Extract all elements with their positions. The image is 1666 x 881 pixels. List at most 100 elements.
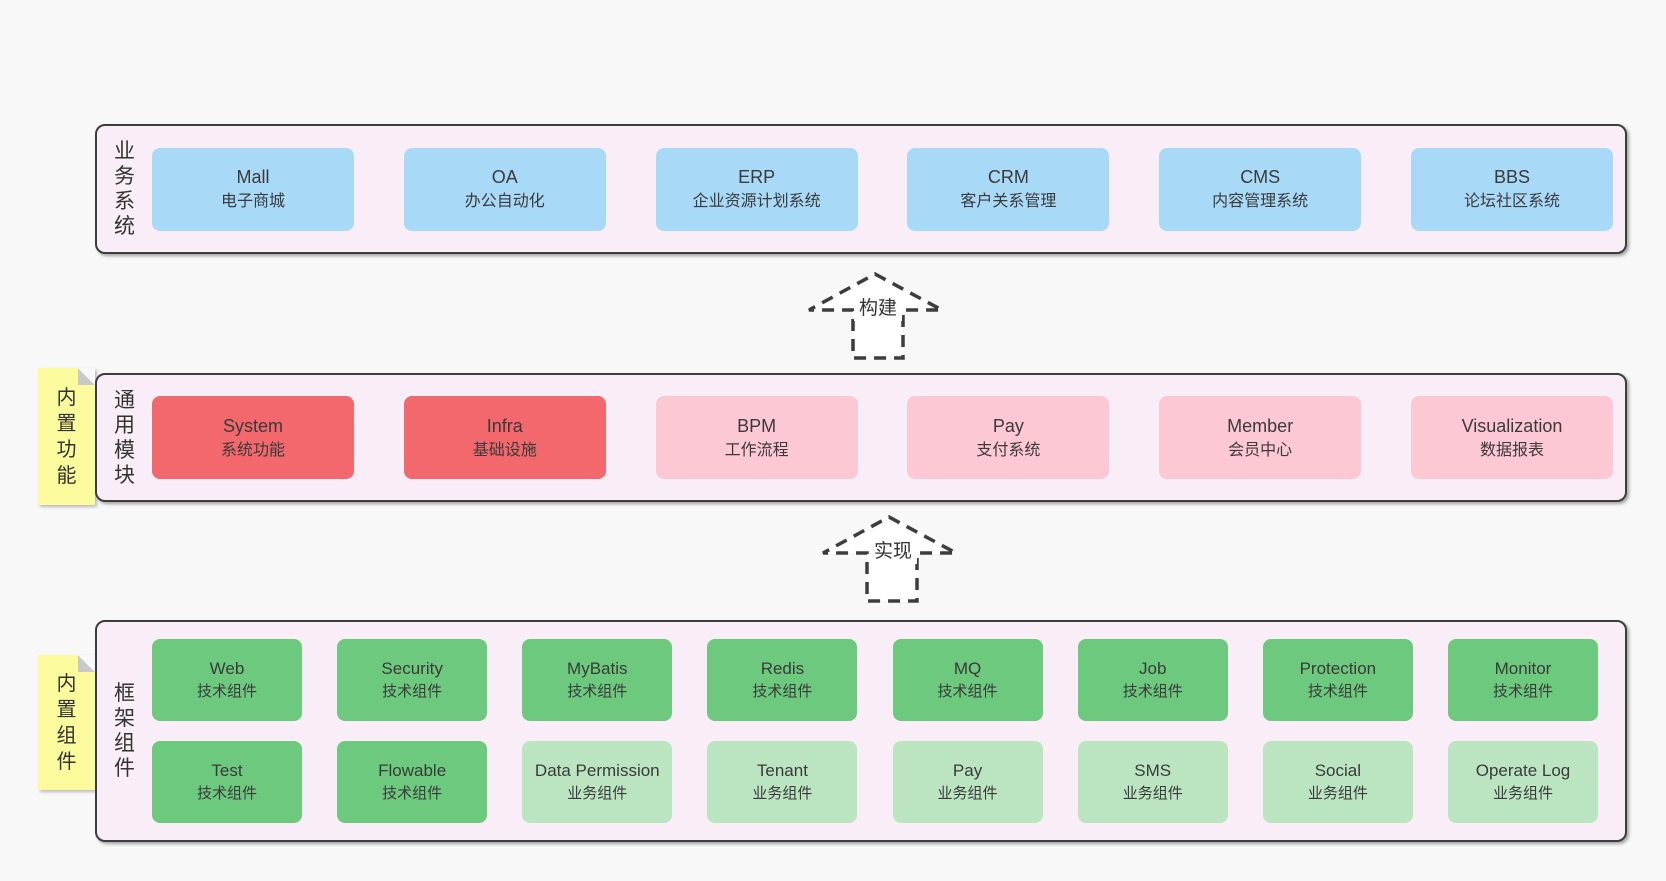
box-subtitle: 技术组件 (382, 784, 443, 802)
box-subtitle: 办公自动化 (464, 193, 545, 211)
component-row-2: Test 技术组件 Flowable 技术组件 Data Permission … (152, 741, 1598, 823)
box-title: Redis (760, 659, 805, 679)
box-title: MQ (953, 659, 982, 679)
band-common-modules: 通用模块 System 系统功能 Infra 基础设施 BPM 工作流程 Pay… (95, 373, 1627, 502)
box-subtitle: 业务组件 (752, 784, 813, 802)
band-label-common-modules: 通用模块 (97, 375, 152, 500)
module-boxes-row: System 系统功能 Infra 基础设施 BPM 工作流程 Pay 支付系统… (152, 375, 1625, 500)
business-boxes-row: Mall 电子商城 OA 办公自动化 ERP 企业资源计划系统 CRM 客户关系… (152, 126, 1625, 252)
box-title: BBS (1493, 167, 1530, 188)
box-subtitle: 基础设施 (472, 441, 537, 459)
box-subtitle: 论坛社区系统 (1463, 193, 1560, 211)
box-mall: Mall 电子商城 (152, 147, 354, 231)
box-title: MyBatis (567, 659, 628, 679)
box-flowable: Flowable 技术组件 (337, 741, 488, 823)
box-pay-component: Pay 业务组件 (892, 741, 1043, 823)
box-title: Data Permission (534, 761, 660, 781)
box-title: ERP (738, 167, 776, 188)
box-cms: CMS 内容管理系统 (1159, 147, 1362, 231)
box-security: Security 技术组件 (337, 639, 488, 721)
box-subtitle: 技术组件 (1122, 682, 1183, 700)
box-subtitle: 技术组件 (196, 682, 257, 700)
box-subtitle: 数据报表 (1479, 441, 1544, 459)
box-subtitle: 技术组件 (752, 682, 813, 700)
box-title: SMS (1134, 761, 1172, 781)
sticky-built-in-components: 内置组件 (38, 655, 95, 790)
box-title: Social (1314, 761, 1361, 781)
band-label-framework-components: 框架组件 (97, 622, 152, 840)
box-oa: OA 办公自动化 (403, 147, 606, 231)
box-data-permission: Data Permission 业务组件 (522, 741, 673, 823)
box-redis: Redis 技术组件 (707, 639, 858, 721)
box-title: Mall (236, 167, 270, 188)
box-title: Test (211, 761, 243, 781)
band-label-text: 业务系统 (114, 140, 135, 238)
sticky-built-in-features: 内置功能 (38, 368, 95, 505)
band-business-systems: 业务系统 Mall 电子商城 OA 办公自动化 ERP 企业资源计划系统 CRM… (95, 124, 1627, 254)
band-label-business-systems: 业务系统 (97, 126, 152, 252)
box-system: System 系统功能 (152, 396, 354, 479)
box-title: OA (491, 167, 518, 188)
box-bpm: BPM 工作流程 (655, 396, 858, 479)
box-title: Protection (1299, 659, 1377, 679)
box-subtitle: 技术组件 (196, 784, 257, 802)
box-subtitle: 技术组件 (1307, 682, 1368, 700)
box-operate-log: Operate Log 业务组件 (1447, 741, 1598, 823)
band-framework-components: 框架组件 Web 技术组件 Security 技术组件 MyBatis 技术组件… (95, 620, 1627, 842)
box-tenant: Tenant 业务组件 (707, 741, 858, 823)
box-subtitle: 业务组件 (1492, 784, 1553, 802)
box-subtitle: 电子商城 (220, 193, 285, 211)
box-title: Job (1138, 659, 1167, 679)
box-subtitle: 企业资源计划系统 (692, 193, 821, 211)
box-subtitle: 技术组件 (382, 682, 443, 700)
box-subtitle: 技术组件 (937, 682, 998, 700)
box-protection: Protection 技术组件 (1262, 639, 1413, 721)
box-subtitle: 系统功能 (220, 441, 285, 459)
band-label-text: 框架组件 (114, 682, 135, 780)
box-job: Job 技术组件 (1077, 639, 1228, 721)
box-title: Pay (952, 761, 983, 781)
box-title: Monitor (1494, 659, 1552, 679)
box-sms: SMS 业务组件 (1077, 741, 1228, 823)
box-title: Pay (992, 415, 1024, 436)
box-subtitle: 内容管理系统 (1212, 193, 1309, 211)
component-row-1: Web 技术组件 Security 技术组件 MyBatis 技术组件 Redi… (152, 639, 1598, 721)
box-title: CMS (1240, 167, 1281, 188)
sticky-fold-corner-icon (78, 655, 95, 672)
box-web: Web 技术组件 (152, 639, 302, 721)
box-title: Security (381, 659, 443, 679)
box-subtitle: 业务组件 (567, 784, 628, 802)
build-arrow-label: 构建 (853, 292, 903, 321)
sticky-text: 内置组件 (56, 672, 77, 773)
box-title: Member (1227, 415, 1294, 436)
implement-arrow-label: 实现 (868, 535, 918, 564)
box-crm: CRM 客户关系管理 (907, 147, 1110, 231)
box-title: System (222, 415, 283, 436)
band-label-text: 通用模块 (114, 388, 135, 487)
sticky-fold-corner-icon (78, 368, 95, 385)
sticky-text: 内置功能 (56, 386, 77, 487)
box-title: Infra (486, 415, 523, 436)
box-visualization: Visualization 数据报表 (1410, 396, 1613, 479)
box-subtitle: 业务组件 (1122, 784, 1183, 802)
box-title: CRM (987, 167, 1029, 188)
box-test: Test 技术组件 (152, 741, 302, 823)
box-subtitle: 会员中心 (1228, 441, 1293, 459)
box-subtitle: 技术组件 (1492, 682, 1553, 700)
box-subtitle: 业务组件 (937, 784, 998, 802)
box-subtitle: 工作流程 (724, 441, 789, 459)
component-rows: Web 技术组件 Security 技术组件 MyBatis 技术组件 Redi… (152, 622, 1625, 840)
box-subtitle: 技术组件 (567, 682, 628, 700)
box-mybatis: MyBatis 技术组件 (522, 639, 673, 721)
box-monitor: Monitor 技术组件 (1447, 639, 1598, 721)
box-title: Visualization (1461, 415, 1563, 436)
box-bbs: BBS 论坛社区系统 (1410, 147, 1613, 231)
box-title: Operate Log (1475, 761, 1571, 781)
box-subtitle: 支付系统 (976, 441, 1041, 459)
box-title: BPM (737, 415, 777, 436)
box-title: Flowable (378, 761, 447, 781)
box-mq: MQ 技术组件 (892, 639, 1043, 721)
box-infra: Infra 基础设施 (403, 396, 606, 479)
box-subtitle: 业务组件 (1307, 784, 1368, 802)
